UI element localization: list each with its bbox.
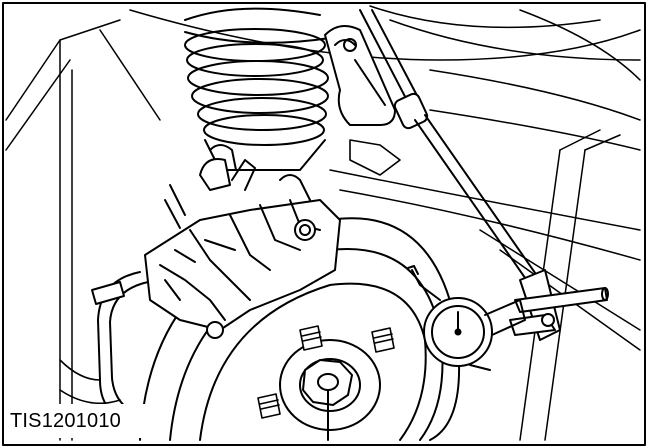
stand-clamp <box>324 25 396 126</box>
stand-crossbar <box>509 269 609 341</box>
wheel-hub <box>279 339 381 441</box>
figure-caption-box: TIS1201010 <box>4 404 154 438</box>
brake-hose <box>91 271 149 421</box>
wheel-studs <box>257 325 395 419</box>
dial-gauge <box>407 265 526 371</box>
figure-code-label: TIS1201010 <box>10 409 121 432</box>
coil-spring <box>184 7 331 171</box>
indicator-arm <box>359 9 541 286</box>
suspension-lower <box>59 139 401 405</box>
brake-caliper <box>144 144 341 339</box>
